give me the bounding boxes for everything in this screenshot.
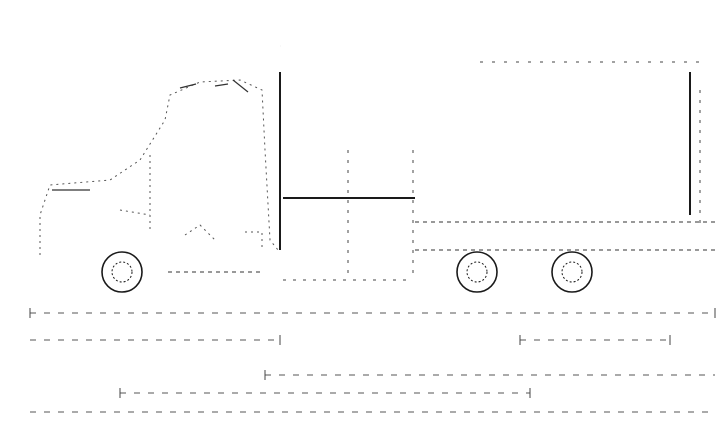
compartment-lines bbox=[283, 90, 701, 281]
box-body bbox=[279, 72, 691, 250]
dimension-ticks bbox=[29, 308, 716, 398]
chassis-frame bbox=[168, 221, 715, 273]
wheel-front bbox=[101, 251, 143, 293]
box-top-edge bbox=[480, 61, 700, 63]
dimension-lines bbox=[30, 312, 715, 413]
wheel-rear-2 bbox=[551, 251, 593, 293]
cab-outline bbox=[39, 79, 279, 255]
cab-window-marks bbox=[52, 79, 249, 191]
wheel-rear-1 bbox=[456, 251, 498, 293]
